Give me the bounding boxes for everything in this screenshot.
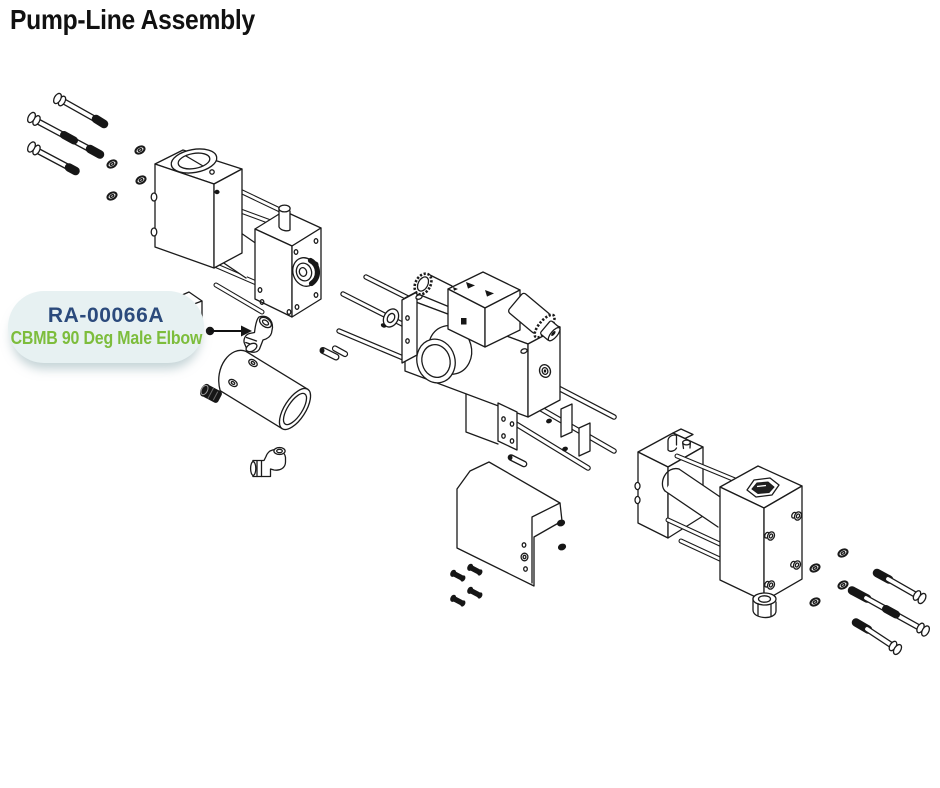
- mounting-bracket-group: [450, 454, 567, 607]
- cap-screws-upper-left: [26, 92, 109, 176]
- reservoir-block: [150, 148, 243, 269]
- pump-cylinder-assembly-left: [150, 148, 322, 326]
- port-fitting: [752, 592, 777, 619]
- washer: [837, 548, 849, 558]
- valve-manifold-assembly: [331, 271, 617, 471]
- pump-cylinder-assembly-right: [634, 428, 803, 619]
- tie-rods: [665, 453, 743, 563]
- mounting-bracket: [456, 461, 563, 587]
- elbow-fitting-lower: [249, 446, 287, 478]
- pump-end-block: [254, 204, 322, 318]
- tie-rods-right: [513, 376, 617, 471]
- cap-screw: [26, 111, 105, 159]
- washer: [134, 145, 146, 155]
- face-screw: [764, 531, 776, 541]
- part-callout: RA-00066A CBMB 90 Deg Male Elbow: [8, 291, 204, 363]
- washers-upper-left: [106, 145, 147, 201]
- end-block: [719, 465, 803, 619]
- callout-arrow: [205, 325, 252, 337]
- washer: [837, 580, 849, 590]
- part-number: RA-00066A: [47, 304, 165, 328]
- washers-lower-right: [809, 548, 849, 607]
- hex-plug: [200, 383, 222, 403]
- washer: [135, 175, 147, 185]
- dowel-pin-left: [331, 345, 349, 358]
- cap-screw: [52, 92, 109, 129]
- cap-screws-lower-right: [847, 568, 931, 656]
- face-screw: [790, 560, 802, 570]
- washer: [106, 159, 118, 169]
- face-screw: [791, 511, 803, 521]
- dowel-pin: [319, 347, 340, 361]
- small-fittings: [200, 315, 340, 478]
- page-title: Pump-Line Assembly: [10, 4, 255, 35]
- face-screw: [764, 580, 776, 590]
- rod-clamp: [380, 308, 400, 328]
- washer: [809, 597, 821, 607]
- dowel-pin-bracket: [507, 454, 528, 468]
- cbmb-90-deg-male-elbow-part: [243, 315, 274, 353]
- inline-cylinder: [218, 349, 312, 431]
- bracket-nuts: [556, 519, 567, 551]
- bracket-screws: [450, 563, 483, 607]
- washer: [106, 191, 118, 201]
- part-name: CBMB 90 Deg Male Elbow: [10, 327, 202, 349]
- cap-screw: [851, 618, 903, 656]
- cap-screw: [26, 141, 80, 176]
- cap-screw: [847, 586, 931, 637]
- cap-screw: [872, 568, 927, 605]
- solenoid-valve: [413, 271, 561, 348]
- washer: [809, 563, 821, 573]
